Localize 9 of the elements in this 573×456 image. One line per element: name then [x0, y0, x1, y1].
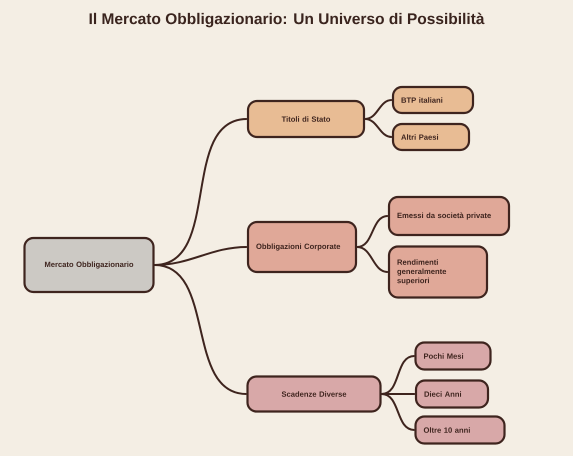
title: Il Mercato Obbligazionario: Un Universo di Possibilità: [90, 12, 484, 28]
connector: [382, 393, 415, 395]
connector: [381, 393, 415, 431]
connector: [356, 215, 388, 248]
connector: [356, 246, 388, 273]
connector: [381, 355, 415, 395]
connector: [364, 99, 392, 120]
connector: [154, 264, 247, 395]
connector: [364, 118, 392, 138]
